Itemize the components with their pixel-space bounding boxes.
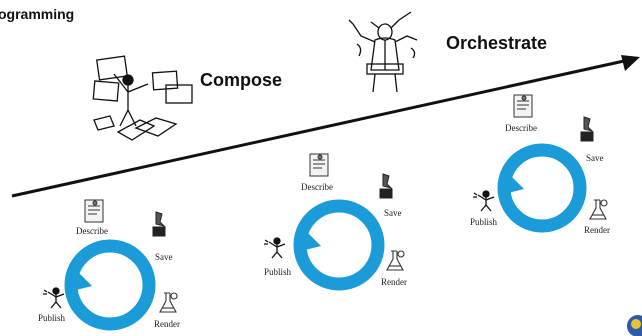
- save-label: Save: [384, 208, 402, 218]
- page-title: ogramming: [0, 6, 75, 22]
- publish-label: Publish: [264, 267, 292, 277]
- save-disk-icon: [152, 211, 166, 237]
- describe-document-icon: [513, 94, 533, 118]
- cycle-ring: [293, 199, 385, 291]
- render-flask-icon: [159, 292, 178, 313]
- describe-document-icon: [84, 199, 104, 223]
- publish-figure-icon: [43, 287, 65, 309]
- publish-label: Publish: [38, 313, 66, 323]
- save-label: Save: [586, 153, 604, 163]
- cycle-diagram: Describe Save Render Publish: [255, 148, 425, 293]
- render-flask-icon: [589, 199, 608, 220]
- composer-figure-icon: [92, 55, 193, 141]
- describe-label: Describe: [76, 226, 108, 236]
- cycle-diagram: Describe Save Render Publish: [458, 94, 628, 240]
- render-label: Render: [584, 225, 610, 235]
- describe-label: Describe: [505, 123, 537, 133]
- render-label: Render: [381, 277, 407, 287]
- render-flask-icon: [386, 250, 405, 271]
- orchestrate-label: Orchestrate: [446, 33, 548, 53]
- describe-document-icon: [309, 153, 329, 177]
- save-disk-icon: [379, 173, 393, 199]
- publish-figure-icon: [264, 237, 286, 259]
- save-disk-icon: [580, 116, 594, 142]
- describe-label: Describe: [301, 182, 333, 192]
- publish-label: Publish: [470, 217, 498, 227]
- corner-logo-icon: [627, 315, 642, 336]
- conductor-figure-icon: [348, 11, 418, 93]
- cycle-ring: [497, 143, 587, 233]
- cycle-diagram: Describe Save Render Publish: [30, 190, 200, 335]
- save-label: Save: [155, 252, 173, 262]
- compose-label: Compose: [200, 70, 283, 90]
- render-label: Render: [154, 319, 180, 329]
- publish-figure-icon: [473, 190, 495, 212]
- cycle-ring: [64, 239, 156, 331]
